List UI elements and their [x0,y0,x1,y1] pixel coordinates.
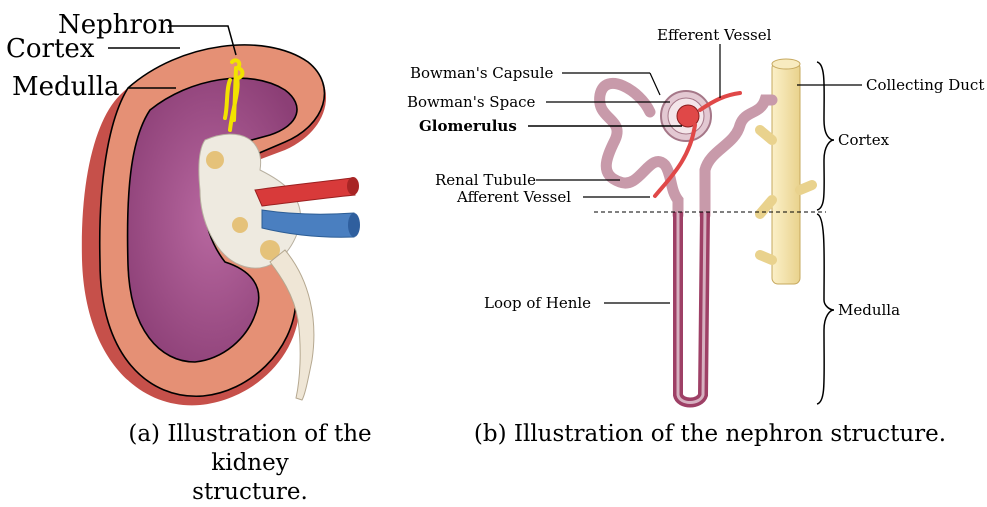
nephron-caption: (b) Illustration of the nephron structur… [440,420,980,449]
kidney-caption-line2: structure. [100,478,400,507]
bowmans-capsule-leader-2 [650,73,660,95]
kidney-caption-line1: (a) Illustration of the kidney [100,420,400,478]
renal-tubule-label: Renal Tubule [435,172,536,188]
loop-of-henle-label: Loop of Henle [484,295,591,311]
efferent-vessel-label: Efferent Vessel [657,27,771,43]
medulla-brace-label: Medulla [838,302,900,318]
bowmans-capsule-label: Bowman's Capsule [410,65,553,81]
medulla-brace [817,214,834,404]
cortex-brace [817,62,834,210]
cortex-brace-label: Cortex [838,132,889,148]
medulla-label: Medulla [12,74,120,100]
collecting-duct-label: Collecting Duct [866,77,984,93]
bowmans-space-label: Bowman's Space [407,94,535,110]
kidney-caption: (a) Illustration of the kidney structure… [100,420,400,507]
loop-of-henle [678,212,705,403]
collecting-duct [772,62,800,284]
distal-tubule [705,100,772,215]
cortex-label: Cortex [6,36,94,62]
afferent-vessel-label: Afferent Vessel [457,189,571,205]
glomerulus-label: Glomerulus [419,118,517,134]
